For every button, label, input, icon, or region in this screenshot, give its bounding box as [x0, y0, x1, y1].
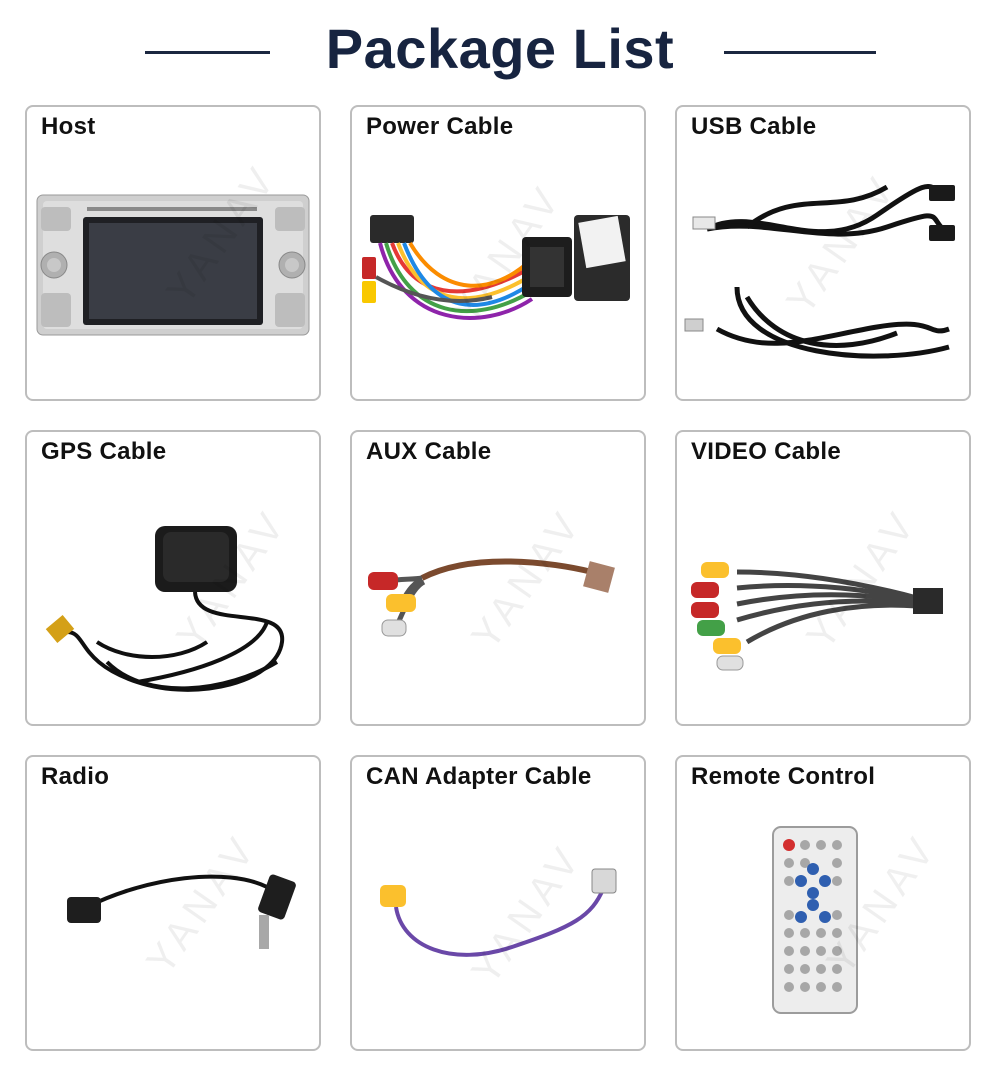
remote-control-icon: YANAV — [772, 826, 946, 1014]
page-header: Package List — [0, 0, 1000, 100]
package-item-remote-control: YANAV Remote Control — [675, 755, 971, 1051]
package-item-label: Radio — [41, 763, 110, 790]
car-stereo-head-unit-icon: YANAV — [36, 156, 310, 336]
package-item-label: Host — [41, 113, 96, 140]
package-item-gps-cable: YANAV GPS Cable — [25, 430, 321, 726]
package-item-radio: YANAV Radio — [25, 755, 321, 1051]
watermark-text: YANAV — [138, 826, 266, 982]
watermark-text: YANAV — [778, 166, 906, 322]
can-adapter-cable-icon: YANAV — [380, 836, 617, 992]
header-rule-right — [724, 51, 876, 54]
package-item-label: GPS Cable — [41, 438, 167, 465]
package-item-label: VIDEO Cable — [691, 438, 842, 465]
package-item-video-cable: YANAV VIDEO Cable — [675, 430, 971, 726]
package-item-label: CAN Adapter Cable — [366, 763, 592, 790]
power-harness-icon: YANAV — [362, 176, 630, 332]
package-item-usb-cable: YANAV USB Cable — [675, 105, 971, 401]
package-item-aux-cable: YANAV AUX Cable — [350, 430, 646, 726]
aux-rca-cable-icon: YANAV — [368, 501, 615, 657]
watermark-text: YANAV — [463, 501, 591, 657]
package-item-label: USB Cable — [691, 113, 817, 140]
package-item-power-cable: YANAV Power Cable — [350, 105, 646, 401]
video-rca-cable-icon: YANAV — [691, 501, 943, 671]
package-item-host: YANAV Host — [25, 105, 321, 401]
radio-antenna-adapter-icon: YANAV — [67, 826, 296, 982]
gps-antenna-icon: YANAV — [45, 501, 296, 692]
page-title: Package List — [325, 17, 675, 80]
usb-cable-icon: YANAV — [684, 166, 955, 359]
package-item-label: Power Cable — [366, 113, 514, 140]
header-rule-left — [145, 51, 270, 54]
watermark-text: YANAV — [463, 836, 591, 992]
package-item-label: Remote Control — [691, 763, 876, 790]
package-item-can-adapter-cable: YANAV CAN Adapter Cable — [350, 755, 646, 1051]
package-item-label: AUX Cable — [366, 438, 492, 465]
